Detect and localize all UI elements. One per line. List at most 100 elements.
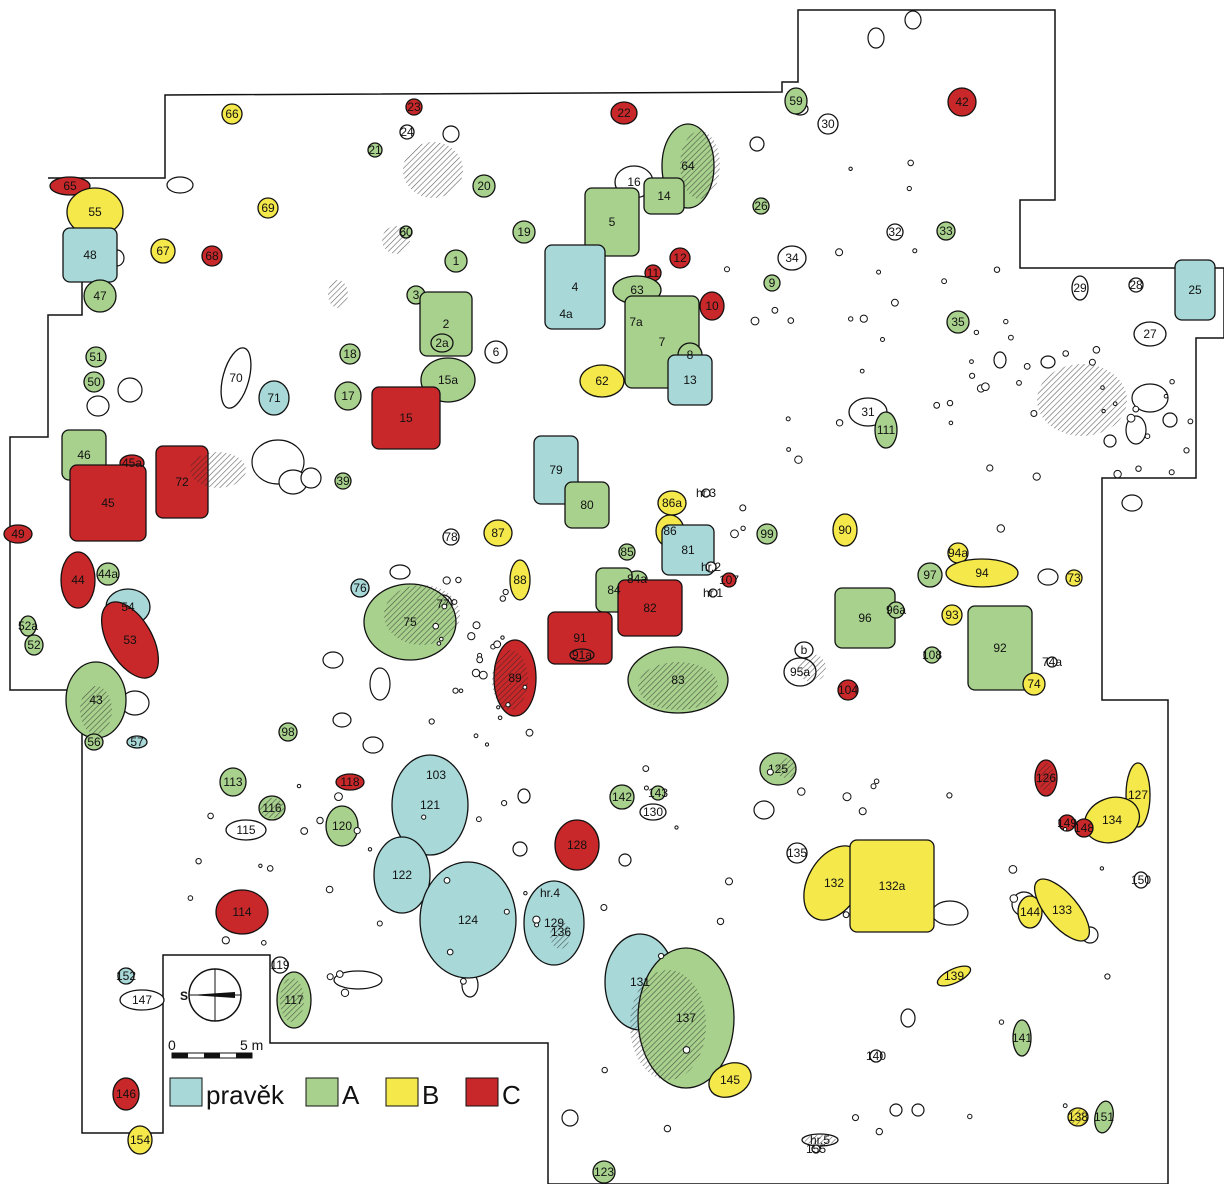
feature-label-145: 145 bbox=[720, 1073, 740, 1087]
posthole bbox=[993, 266, 1001, 273]
feature-label-20: 20 bbox=[477, 179, 491, 193]
feature-152 bbox=[117, 967, 135, 985]
legend-swatch-A bbox=[305, 1077, 339, 1107]
feature-label-69: 69 bbox=[261, 201, 275, 215]
feature-120 bbox=[325, 805, 359, 847]
posthole bbox=[716, 917, 725, 926]
posthole bbox=[969, 359, 974, 365]
posthole bbox=[1104, 973, 1111, 980]
feature-88 bbox=[509, 559, 531, 601]
posthole bbox=[534, 922, 540, 928]
feature-label-141: 141 bbox=[1012, 1031, 1032, 1045]
feature-label-31: 31 bbox=[861, 405, 875, 419]
posthole bbox=[1092, 346, 1101, 354]
feature-label-59: 59 bbox=[789, 94, 803, 108]
unlabeled-feature-outline bbox=[300, 467, 322, 489]
feature-label-39: 39 bbox=[336, 474, 350, 488]
feature-label-68: 68 bbox=[205, 249, 219, 263]
hatched-area bbox=[260, 798, 284, 818]
feature-42 bbox=[947, 87, 977, 117]
feature-25 bbox=[1174, 259, 1216, 321]
feature-label-96a: 96a bbox=[886, 603, 906, 617]
feature-label-107: 107 bbox=[719, 573, 739, 587]
posthole bbox=[750, 316, 760, 326]
posthole bbox=[316, 816, 324, 825]
posthole bbox=[484, 742, 490, 747]
feature-label-85: 85 bbox=[620, 545, 634, 559]
feature-29 bbox=[1071, 275, 1089, 301]
posthole bbox=[906, 185, 912, 192]
unlabeled-feature-outline bbox=[166, 176, 194, 194]
posthole bbox=[941, 278, 947, 285]
posthole bbox=[478, 670, 488, 680]
feature-label-hr.5: hr.5 bbox=[810, 1133, 830, 1147]
feature-51 bbox=[85, 346, 107, 368]
posthole bbox=[1132, 405, 1140, 413]
feature-label-84: 84 bbox=[607, 583, 621, 597]
feature-124 bbox=[419, 861, 517, 979]
compass-north-letter: S bbox=[180, 989, 188, 1003]
posthole bbox=[1088, 358, 1096, 366]
feature-85 bbox=[618, 543, 636, 561]
feature-label-3: 3 bbox=[413, 288, 420, 302]
unlabeled-feature-outline bbox=[1103, 434, 1117, 448]
feature-label-63: 63 bbox=[630, 283, 644, 297]
feature-44 bbox=[60, 551, 96, 609]
feature-label-131: 131 bbox=[630, 975, 650, 989]
unlabeled-feature-outline bbox=[1131, 383, 1169, 413]
feature-78 bbox=[442, 528, 460, 546]
posthole bbox=[336, 970, 344, 978]
posthole bbox=[428, 718, 435, 725]
unlabeled-feature-outline bbox=[900, 1008, 916, 1028]
feature-44a bbox=[96, 562, 120, 586]
feature-45 bbox=[69, 464, 147, 542]
feature-hr.3 bbox=[701, 488, 711, 498]
feature-99 bbox=[756, 523, 778, 545]
feature-59 bbox=[784, 87, 808, 115]
hatched-area bbox=[492, 650, 528, 710]
feature-150 bbox=[1133, 871, 1149, 889]
feature-label-62: 62 bbox=[595, 374, 609, 388]
feature-label-24: 24 bbox=[400, 125, 414, 139]
feature-label-44a: 44a bbox=[98, 567, 118, 581]
feature-2a bbox=[430, 333, 454, 353]
feature-52a bbox=[19, 615, 37, 637]
feature-154 bbox=[127, 1125, 153, 1155]
posthole bbox=[300, 827, 309, 835]
posthole bbox=[467, 632, 476, 641]
feature-label-82: 82 bbox=[643, 601, 657, 615]
feature-label-50: 50 bbox=[87, 375, 101, 389]
feature-label-27: 27 bbox=[1143, 327, 1157, 341]
posthole bbox=[891, 298, 899, 307]
posthole bbox=[496, 705, 501, 710]
feature-hr.1 bbox=[708, 588, 718, 598]
posthole bbox=[852, 1114, 859, 1122]
unlabeled-feature-outline bbox=[332, 712, 352, 728]
posthole bbox=[451, 599, 458, 605]
posthole bbox=[600, 904, 608, 911]
feature-32 bbox=[886, 223, 904, 241]
posthole bbox=[663, 1124, 672, 1133]
posthole bbox=[1113, 469, 1122, 479]
posthole bbox=[472, 621, 481, 630]
feature-label-84a: 84a bbox=[627, 572, 647, 586]
feature-65 bbox=[49, 176, 91, 196]
posthole bbox=[1032, 472, 1041, 481]
feature-13 bbox=[667, 354, 713, 406]
feature-label-hr.2: hr.2 bbox=[701, 560, 721, 574]
feature-label-120: 120 bbox=[332, 819, 352, 833]
posthole bbox=[326, 973, 334, 981]
feature-label-127: 127 bbox=[1128, 788, 1148, 802]
posthole bbox=[525, 728, 534, 737]
posthole bbox=[1030, 410, 1038, 417]
posthole bbox=[266, 865, 274, 872]
feature-123 bbox=[592, 1160, 616, 1184]
feature-label-116: 116 bbox=[262, 801, 281, 815]
posthole bbox=[1187, 418, 1194, 425]
posthole bbox=[452, 687, 459, 694]
feature-label-118: 118 bbox=[340, 775, 359, 789]
posthole bbox=[458, 688, 464, 694]
feature-label-17: 17 bbox=[341, 389, 355, 403]
feature-91a bbox=[569, 648, 595, 662]
